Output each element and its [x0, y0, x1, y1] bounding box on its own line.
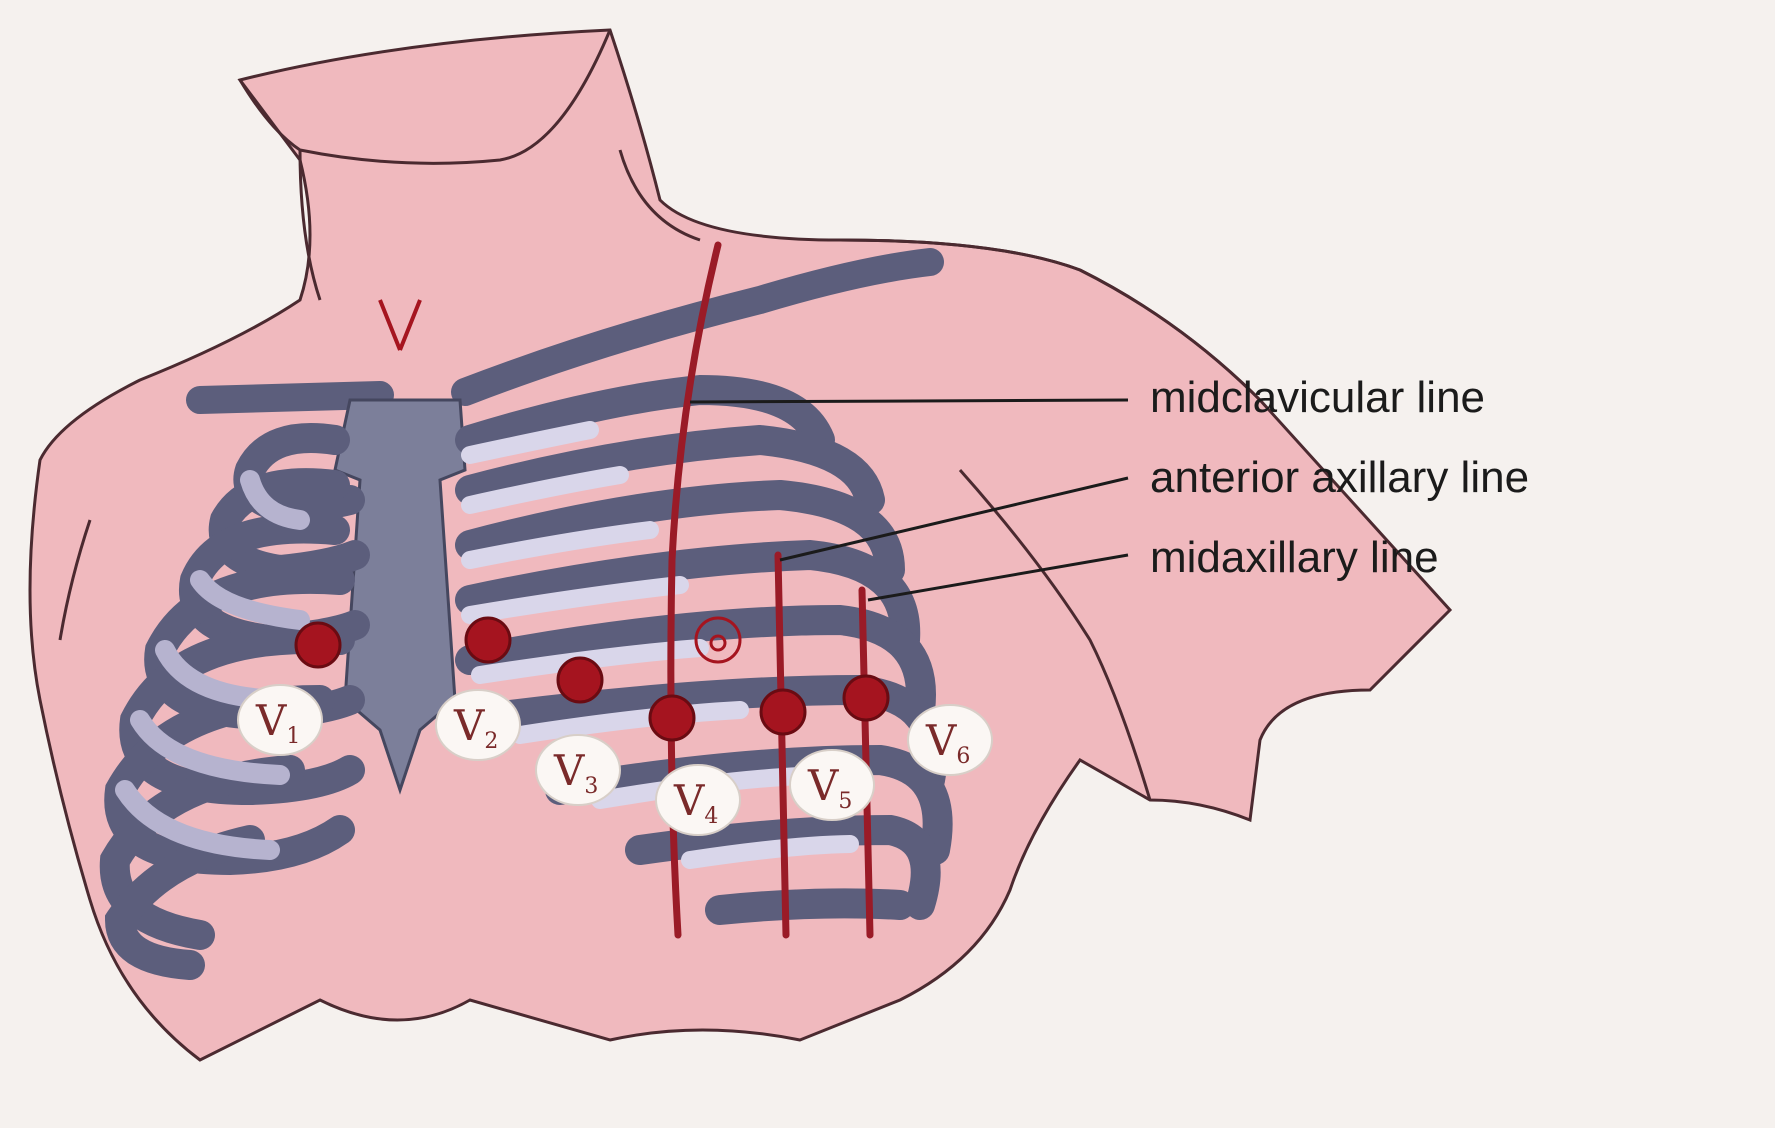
- lead-label-v6: V6: [908, 705, 992, 775]
- lead-label-v4: V4: [656, 765, 740, 835]
- lead-label-v1: V1: [238, 685, 322, 755]
- electrode-v2: [466, 618, 510, 662]
- electrode-v5: [761, 690, 805, 734]
- lead-label-v5: V5: [790, 750, 874, 820]
- midclavicular-label: midclavicular line: [1150, 373, 1485, 422]
- anterior-axillary-label: anterior axillary line: [1150, 453, 1529, 502]
- lead-label-v3: V3: [536, 735, 620, 805]
- electrode-v3: [558, 658, 602, 702]
- lead-label-v2: V2: [436, 690, 520, 760]
- electrode-v1: [296, 623, 340, 667]
- midclavicular-leader: [690, 400, 1128, 402]
- electrode-v4: [650, 696, 694, 740]
- midaxillary-label: midaxillary line: [1150, 533, 1439, 582]
- electrode-v6: [844, 676, 888, 720]
